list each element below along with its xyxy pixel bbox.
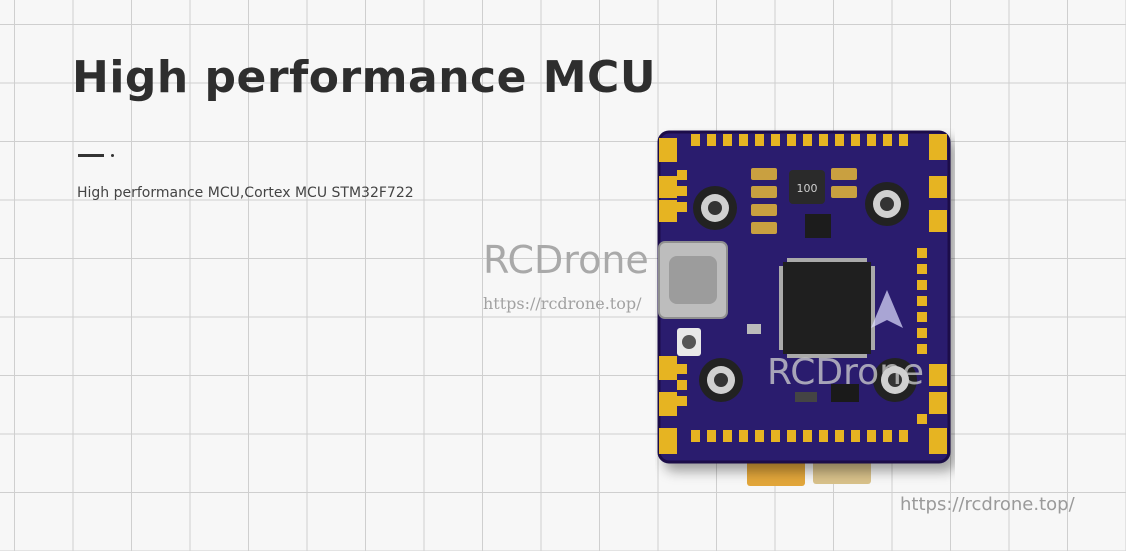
page-title: High performance MCU	[72, 52, 657, 103]
corner-watermark-url: https://rcdrone.top/	[900, 494, 1075, 515]
watermark-brand: RCDrone	[483, 238, 649, 282]
title-underline-dash	[78, 154, 104, 157]
board-watermark: RCDrone	[767, 352, 925, 393]
flight-controller-board-image: 100	[655, 128, 955, 490]
title-underline-dot	[111, 154, 114, 157]
inductor-label: 100	[797, 182, 818, 195]
description-text: High performance MCU,Cortex MCU STM32F72…	[77, 185, 414, 201]
watermark-url: https://rcdrone.top/	[483, 294, 642, 313]
